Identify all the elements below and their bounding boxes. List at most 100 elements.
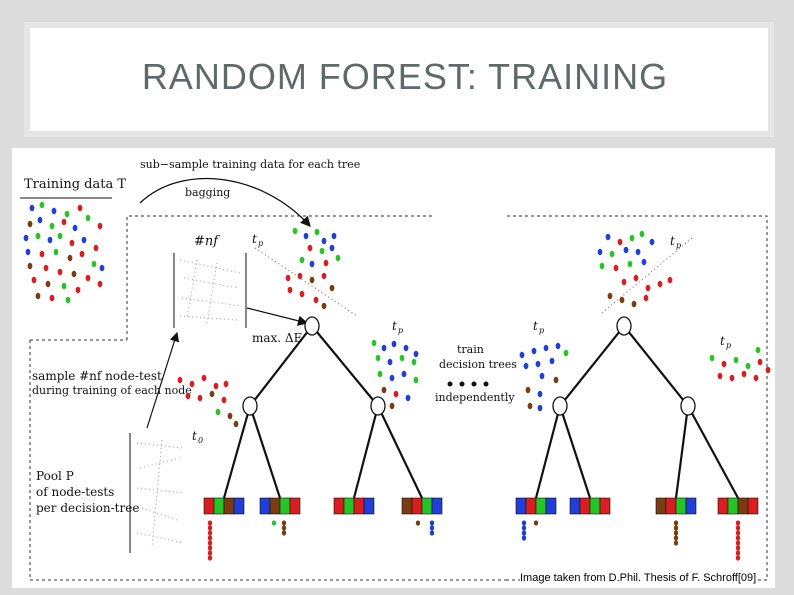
svg-text:#nf: #nf — [194, 234, 220, 249]
data-point-dot — [97, 222, 103, 230]
data-point-dot — [735, 550, 741, 556]
data-point-dot — [207, 550, 213, 556]
histogram-bin — [589, 497, 601, 515]
decision-tree-right — [515, 316, 759, 561]
data-point-dot — [521, 520, 527, 526]
data-point-dot — [61, 218, 67, 226]
data-point-dot — [527, 402, 533, 410]
data-point-dot — [53, 248, 59, 256]
data-point-dot — [391, 340, 397, 348]
data-point-dot — [619, 296, 625, 304]
histogram-bin — [401, 497, 413, 515]
data-point-dot — [321, 302, 327, 310]
histogram-bin — [269, 497, 281, 515]
data-point-dot — [309, 276, 315, 284]
tp-label-right-3: t p — [720, 334, 731, 350]
data-point-dot — [709, 354, 715, 362]
data-point-dot — [673, 520, 679, 526]
data-point-dot — [381, 344, 387, 352]
data-point-dot — [75, 286, 81, 294]
data-point-dot — [309, 260, 315, 268]
svg-text:of node-tests: of node-tests — [36, 485, 114, 499]
training-data-label: Training data T — [20, 177, 126, 199]
data-point-dot — [745, 362, 751, 370]
diagram-figure: Training data T sub−sample training data… — [12, 148, 775, 588]
sample-arrow — [146, 331, 180, 429]
diagram-canvas: Training data T sub−sample training data… — [20, 158, 771, 581]
data-point-dot — [329, 244, 335, 252]
data-point-dot — [77, 204, 83, 212]
right-panel-border — [507, 215, 768, 581]
histogram-bin — [213, 497, 225, 515]
svg-text:t: t — [720, 334, 725, 348]
svg-text:t: t — [670, 234, 675, 248]
data-point-dot — [399, 354, 405, 362]
data-point-dot — [321, 237, 327, 245]
svg-text:p: p — [258, 239, 263, 248]
data-point-dot — [639, 230, 645, 238]
data-point-dot — [323, 259, 329, 267]
data-point-dot — [555, 342, 561, 350]
data-point-dot — [281, 525, 287, 531]
data-point-dot — [387, 358, 393, 366]
bagging-label: bagging — [185, 186, 230, 199]
sample-scatter-dots — [177, 227, 771, 428]
decision-tree-left — [203, 316, 443, 561]
data-point-dot — [403, 344, 409, 352]
data-point-dot — [411, 358, 417, 366]
tp-label-left-top: t p — [252, 232, 263, 248]
tree-edge — [558, 405, 592, 499]
train-independently-label: train decision trees independently — [435, 343, 517, 404]
svg-text:train: train — [457, 343, 484, 356]
tree-edge — [674, 405, 690, 499]
data-point-dot — [314, 228, 320, 236]
data-point-dot — [35, 292, 41, 300]
data-point-dot — [765, 366, 771, 374]
histogram-bin — [431, 497, 443, 515]
data-point-dot — [65, 296, 71, 304]
tree-edge — [687, 405, 739, 499]
data-point-dot — [329, 284, 335, 292]
svg-text:t: t — [392, 319, 397, 333]
data-point-dot — [85, 214, 91, 222]
data-point-dot — [641, 258, 647, 266]
svg-text:t: t — [192, 429, 197, 443]
tree-node — [242, 396, 258, 416]
histogram-bin — [569, 497, 581, 515]
data-point-dot — [271, 520, 277, 526]
histogram-bin — [727, 497, 739, 515]
data-point-dot — [531, 347, 537, 355]
data-point-dot — [307, 244, 313, 252]
svg-text:p: p — [676, 241, 681, 250]
data-point-dot — [201, 374, 207, 382]
data-point-dot — [389, 374, 395, 382]
data-point-dot — [64, 210, 70, 218]
data-point-dot — [405, 394, 411, 402]
data-point-dot — [533, 520, 539, 526]
data-point-dot — [741, 370, 747, 378]
data-point-dot — [717, 372, 723, 380]
data-point-dot — [57, 268, 63, 276]
data-point-dot — [429, 530, 435, 536]
data-point-dot — [185, 392, 191, 400]
data-point-dot — [673, 530, 679, 536]
data-point-dot — [27, 262, 33, 270]
histogram-bin — [717, 497, 729, 515]
histogram-bin — [599, 497, 611, 515]
histogram-bin — [421, 497, 433, 515]
data-point-dot — [673, 540, 679, 546]
left-panel-border — [126, 215, 432, 340]
data-point-dot — [23, 234, 29, 242]
t0-label: t 0 — [192, 429, 203, 445]
data-point-dot — [29, 204, 35, 212]
data-point-dot — [539, 372, 545, 380]
data-point-dot — [553, 376, 559, 384]
data-point-dot — [649, 238, 655, 246]
data-point-dot — [415, 520, 421, 526]
data-point-dot — [49, 222, 55, 230]
tp-label-left-right: t p — [392, 319, 403, 335]
svg-text:Pool P: Pool P — [36, 469, 74, 483]
data-point-dot — [607, 292, 613, 300]
histogram-bin — [363, 497, 375, 515]
pool-box: Pool P of node-tests per decision-tree — [36, 433, 185, 553]
